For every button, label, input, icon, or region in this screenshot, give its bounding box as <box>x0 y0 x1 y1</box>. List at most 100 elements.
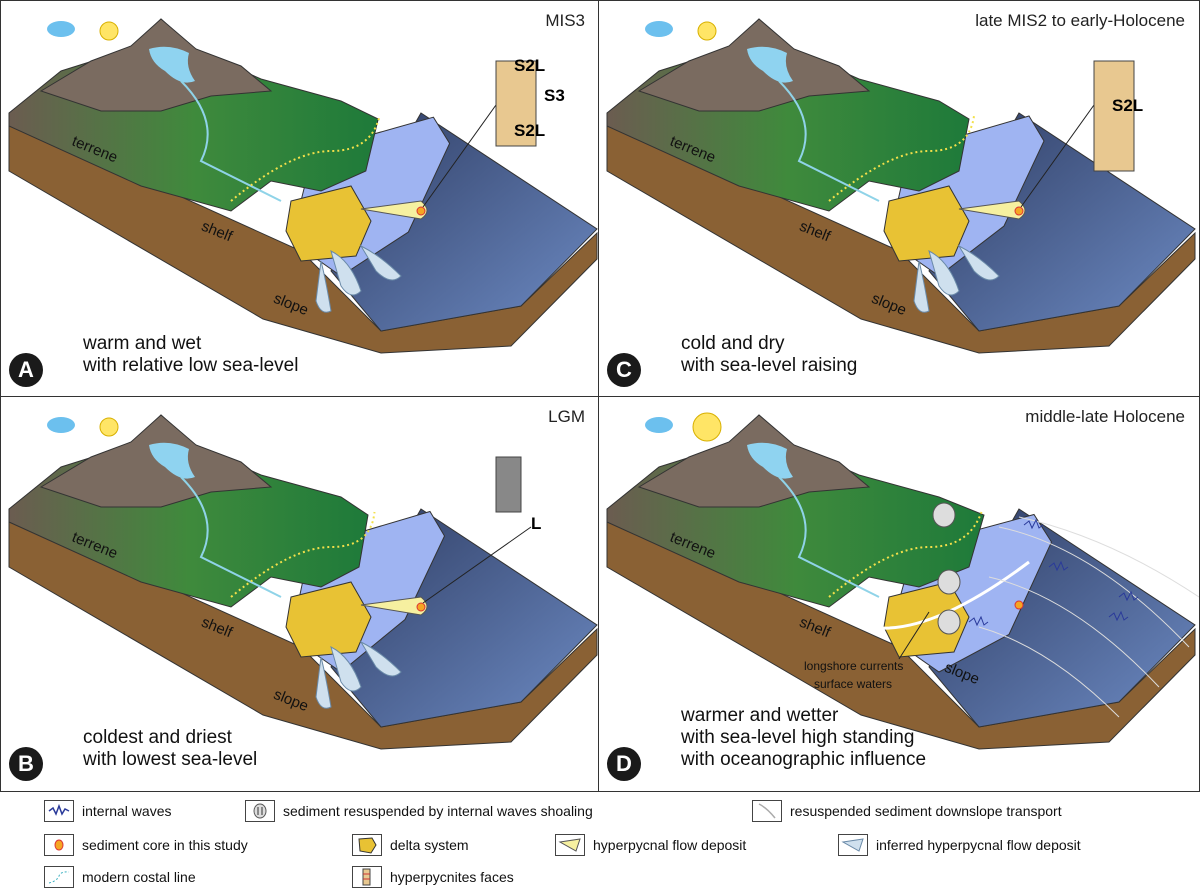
sediment-core <box>1014 600 1024 610</box>
annotation-label: longshore currents <box>804 659 904 673</box>
downslope-transport-icon <box>752 800 782 822</box>
hyperpycnal-lobe <box>958 200 1026 220</box>
earth-block <box>606 118 1196 354</box>
downslope-transport <box>1018 516 1199 598</box>
column-label: S2L <box>514 121 546 140</box>
legend-item: hyperpycnal flow deposit <box>555 834 746 856</box>
coastal-line <box>230 511 376 598</box>
legend-item: resuspended sediment downslope transport <box>752 800 1062 822</box>
legend-item: sediment resuspended by internal waves s… <box>245 800 593 822</box>
weather-icon <box>645 21 717 41</box>
sediment-core <box>416 602 426 612</box>
legend-label: sediment core in this study <box>82 837 248 853</box>
column-label: L <box>531 514 542 533</box>
river <box>180 476 282 598</box>
sediment-resuspended-icon <box>245 800 275 822</box>
hyperpycnites-column <box>495 60 537 147</box>
panel-title: late MIS2 to early-Holocene <box>975 11 1185 30</box>
glacier-lake <box>747 442 793 479</box>
panel-title: MIS3 <box>545 11 585 30</box>
weather-icon <box>47 417 119 437</box>
legend-item: sediment core in this study <box>44 834 248 856</box>
earth-block <box>606 514 1196 750</box>
earth-block <box>8 118 598 354</box>
panel-title: middle-late Holocene <box>1025 407 1185 426</box>
inferred-hyperpycnal-icon <box>838 834 868 856</box>
column-label: S3 <box>544 86 565 105</box>
sediment-core <box>1014 206 1024 216</box>
sediment-core-icon <box>44 834 74 856</box>
sediment-resuspended <box>937 609 961 635</box>
panel-letter: B <box>9 747 43 781</box>
caption-line: coldest and driest <box>83 727 232 748</box>
legend: internal waves sediment resuspended by i… <box>0 790 1200 892</box>
hyperpycnal-deposit-icon <box>555 834 585 856</box>
glacier-lake <box>149 442 195 479</box>
annotation-leader <box>898 611 930 660</box>
legend-label: sediment resuspended by internal waves s… <box>283 803 593 819</box>
mountain <box>39 18 273 112</box>
coastal-line <box>828 115 975 202</box>
internal-wave <box>1108 610 1129 622</box>
delta-system-icon <box>352 834 382 856</box>
internal-wave <box>968 615 989 627</box>
longshore-current-arrow <box>868 560 1030 630</box>
delta <box>285 185 372 262</box>
legend-item: modern costal line <box>44 866 196 888</box>
inferred-hyperpycnal <box>315 640 402 709</box>
sediment-resuspended <box>932 502 956 528</box>
hyperpycnites-column <box>1093 60 1135 172</box>
mountain <box>637 18 871 112</box>
river <box>778 476 880 598</box>
internal-wave <box>1118 590 1139 602</box>
legend-item: delta system <box>352 834 469 856</box>
caption-line: warm and wet <box>83 333 202 354</box>
delta <box>883 185 970 262</box>
weather-icon <box>645 412 722 442</box>
panel-title: LGM <box>548 407 585 426</box>
downslope-transport <box>978 626 1120 718</box>
legend-item: inferred hyperpycnal flow deposit <box>838 834 1081 856</box>
caption-line: with lowest sea-level <box>83 749 258 770</box>
sediment-core <box>416 206 426 216</box>
internal-waves-icon <box>44 800 74 822</box>
legend-label: modern costal line <box>82 869 196 885</box>
downslope-transport <box>998 526 1190 648</box>
hyperpycnal-lobe <box>360 200 428 220</box>
legend-item: internal waves <box>44 800 172 822</box>
river <box>180 80 282 202</box>
weather-icon <box>47 21 119 41</box>
legend-label: hyperpycnal flow deposit <box>593 837 747 853</box>
sediment-resuspended <box>937 569 961 595</box>
inferred-hyperpycnal <box>913 244 1000 313</box>
caption-line: cold and dry <box>681 333 785 354</box>
caption-line: with sea-level raising <box>681 355 858 376</box>
panel-letter: D <box>607 747 641 781</box>
annotation-label: surface waters <box>814 677 893 691</box>
legend-label: resuspended sediment downslope transport <box>790 803 1062 819</box>
hyperpycnites-faces-icon <box>352 866 382 888</box>
river <box>778 80 880 202</box>
coastal-line-icon <box>44 866 74 888</box>
legend-label: delta system <box>390 837 469 853</box>
inferred-hyperpycnal <box>315 244 402 313</box>
column-label: S2L <box>514 56 546 75</box>
caption-line: warmer and wetter <box>681 705 839 726</box>
legend-item: hyperpycnites faces <box>352 866 514 888</box>
glacier-lake <box>149 46 195 83</box>
glacier-lake <box>747 46 793 83</box>
panel-letter: A <box>9 353 43 387</box>
internal-wave <box>1023 518 1044 530</box>
earth-block <box>8 514 598 750</box>
caption-line: with oceanographic influence <box>681 749 927 770</box>
mountain <box>39 414 273 508</box>
legend-label: hyperpycnites faces <box>390 869 514 885</box>
downslope-transport <box>988 576 1160 688</box>
column-label: S2L <box>1112 96 1144 115</box>
